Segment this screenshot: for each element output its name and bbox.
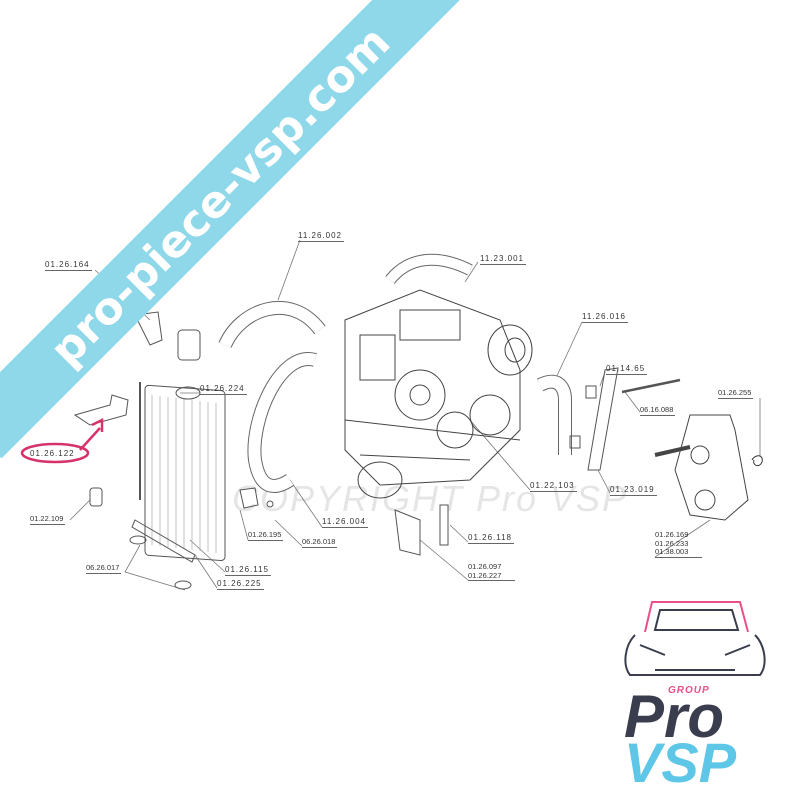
part-label: 01.26.115 xyxy=(225,565,271,576)
radiator xyxy=(139,382,226,561)
engine xyxy=(344,289,533,499)
bolt xyxy=(621,378,681,394)
part-label: 01.26.169 xyxy=(655,530,689,539)
bracket-097 xyxy=(394,509,421,556)
part-label: 06.26.017 xyxy=(86,563,122,574)
part-label: 01.26.224 xyxy=(200,384,247,395)
bracket-radiator xyxy=(73,394,129,426)
rubber-mount xyxy=(89,487,103,507)
gearbox xyxy=(654,414,749,521)
bracket-top xyxy=(134,311,163,346)
part-label: 01.14.65 xyxy=(606,364,648,375)
copyright-watermark: COPYRIGHT Pro VSP xyxy=(232,478,629,519)
spring xyxy=(751,455,763,467)
part-label: 01.26.225 xyxy=(217,579,264,590)
leader-lines xyxy=(69,239,761,591)
part-label: 01.26.233 xyxy=(655,538,689,548)
logo-vsp-text: VSP xyxy=(624,731,737,794)
part-label: 06.26.018 xyxy=(302,537,338,548)
part-label: 01.26.097 xyxy=(468,562,502,571)
part-label: 01.26.164 xyxy=(45,260,92,271)
provsp-logo: GROUP Pro VSP xyxy=(610,590,780,794)
bracket-118 xyxy=(439,504,449,546)
part-label: 11.26.016 xyxy=(582,312,628,323)
part-label-group: 01.26.169 01.26.233 01.38.003 xyxy=(655,530,703,558)
part-label: 01.23.019 xyxy=(610,485,657,496)
highlight-arrow xyxy=(79,427,101,451)
highlighted-part-label: 01.26.122 xyxy=(30,449,75,458)
highlight-ellipse xyxy=(20,442,90,464)
part-label: 11.26.002 xyxy=(298,231,344,242)
car-outline-icon xyxy=(624,601,766,676)
radiator-base xyxy=(131,519,196,563)
logo-pro-text: Pro xyxy=(624,683,725,750)
logo-group-text: GROUP xyxy=(668,685,710,696)
part-label: 01.22.109 xyxy=(30,514,66,525)
part-label-group: 01.26.097 01.26.227 xyxy=(468,562,516,581)
part-label: 01.26.195 xyxy=(248,530,284,541)
fuel-filter xyxy=(177,329,201,361)
part-label: 06.16.088 xyxy=(640,405,676,416)
tensioner-arm xyxy=(587,367,619,471)
part-label: 11.26.004 xyxy=(322,517,368,528)
part-label: 01.26.118 xyxy=(468,533,514,544)
part-label: 01.22.103 xyxy=(530,481,577,492)
part-label: 11.23.001 xyxy=(480,254,526,265)
part-label: 01.38.003 xyxy=(655,547,689,556)
part-label: 01.26.255 xyxy=(718,388,754,399)
part-label: 01.26.227 xyxy=(468,570,502,580)
